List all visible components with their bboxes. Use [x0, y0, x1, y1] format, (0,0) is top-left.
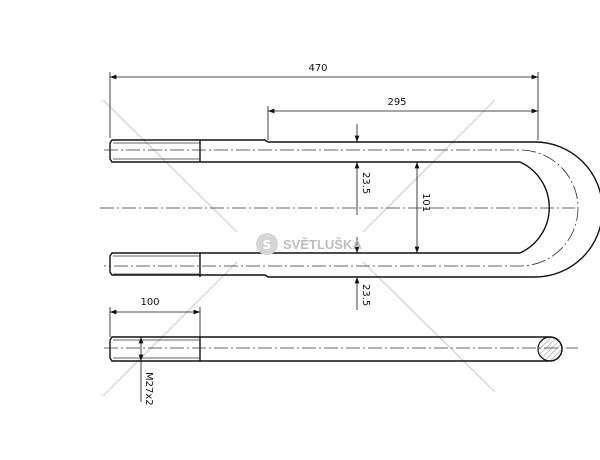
- dim-inner-width: 101: [414, 162, 431, 253]
- dim-rod-diameter: 23.5 23.5: [354, 124, 371, 310]
- dim-straight-length: 295: [267, 97, 538, 140]
- dim-100-label: 100: [140, 297, 159, 308]
- dim-470-label: 470: [308, 63, 327, 74]
- dim-23-5-top-label: 23.5: [360, 172, 371, 194]
- section-circle: [537, 336, 563, 362]
- logo-letter: S: [263, 238, 272, 252]
- watermark-lines: [102, 99, 496, 397]
- watermark-logo: S SVĚTLUŠKA: [256, 233, 362, 255]
- dim-overall-length: 470: [109, 63, 539, 140]
- dim-m27x2-label: M27x2: [143, 372, 154, 406]
- top-rod: [100, 139, 600, 278]
- side-view-rod: [104, 336, 578, 362]
- dim-295-label: 295: [387, 97, 406, 108]
- dim-thread-spec: M27x2: [138, 337, 154, 406]
- dim-thread-length: 100: [109, 297, 201, 337]
- watermark-brand: SVĚTLUŠKA: [283, 237, 362, 252]
- dim-101-label: 101: [420, 193, 431, 212]
- dim-23-5-bottom-label: 23.5: [360, 284, 371, 306]
